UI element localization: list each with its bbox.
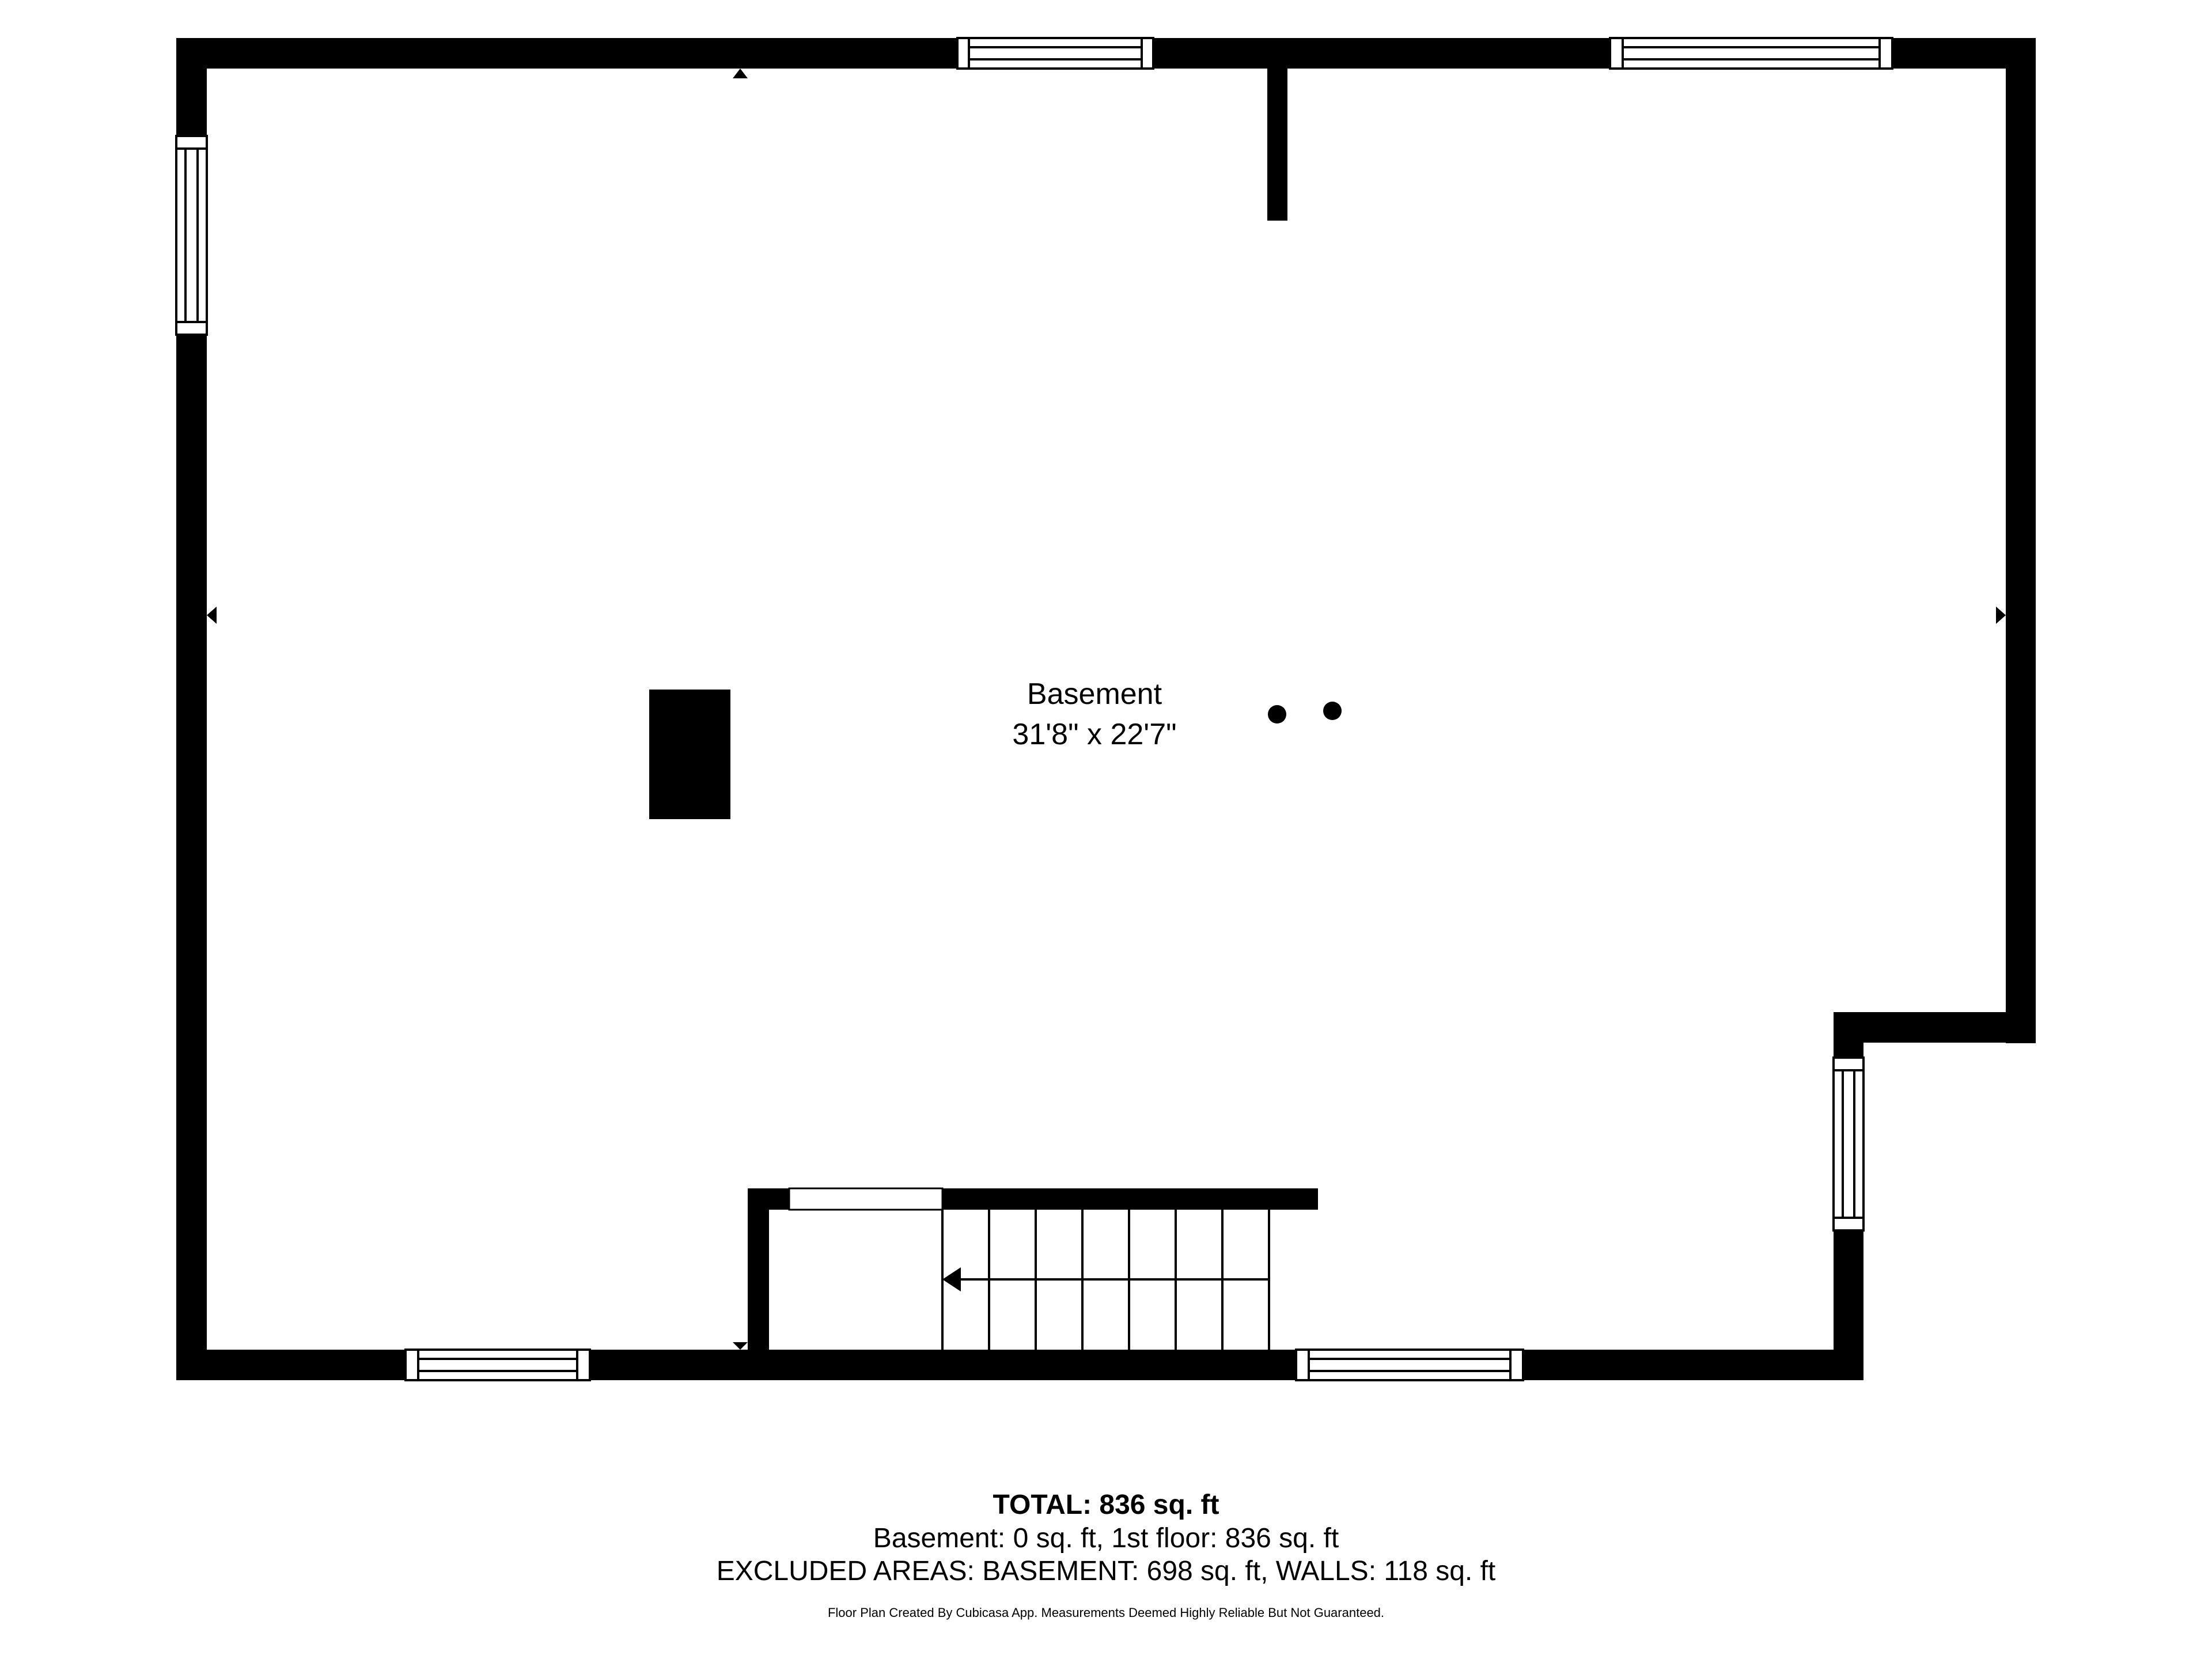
post-2 xyxy=(1323,702,1342,720)
excluded-areas: EXCLUDED AREAS: BASEMENT: 698 sq. ft, WA… xyxy=(716,1556,1496,1586)
marker-top-icon xyxy=(733,69,748,78)
stair-opening xyxy=(788,1187,944,1211)
stair-direction-arrow-icon xyxy=(942,1267,961,1291)
room-name: Basement xyxy=(1027,677,1162,711)
floor-areas: Basement: 0 sq. ft, 1st floor: 836 sq. f… xyxy=(873,1523,1339,1554)
credit-note: Floor Plan Created By Cubicasa App. Meas… xyxy=(827,1605,1385,1620)
window-top-1 xyxy=(956,37,1154,70)
window-top-2 xyxy=(1609,37,1893,70)
partition-wall xyxy=(1267,69,1287,221)
marker-right-icon xyxy=(1996,607,2006,624)
window-left xyxy=(175,135,208,336)
dimension-markers xyxy=(207,69,2006,1350)
stair-enclosure xyxy=(748,1188,1318,1380)
total-area: TOTAL: 836 sq. ft xyxy=(993,1490,1219,1520)
stairs xyxy=(941,1210,1270,1350)
window-bottom-2 xyxy=(1295,1349,1524,1381)
room-dimensions: 31'8" x 22'7" xyxy=(1012,718,1177,751)
marker-left-icon xyxy=(207,607,217,624)
column xyxy=(649,690,730,819)
window-bottom-1 xyxy=(404,1349,591,1381)
marker-bottom-icon xyxy=(733,1342,748,1350)
post-1 xyxy=(1268,705,1286,724)
window-right xyxy=(1832,1056,1865,1232)
